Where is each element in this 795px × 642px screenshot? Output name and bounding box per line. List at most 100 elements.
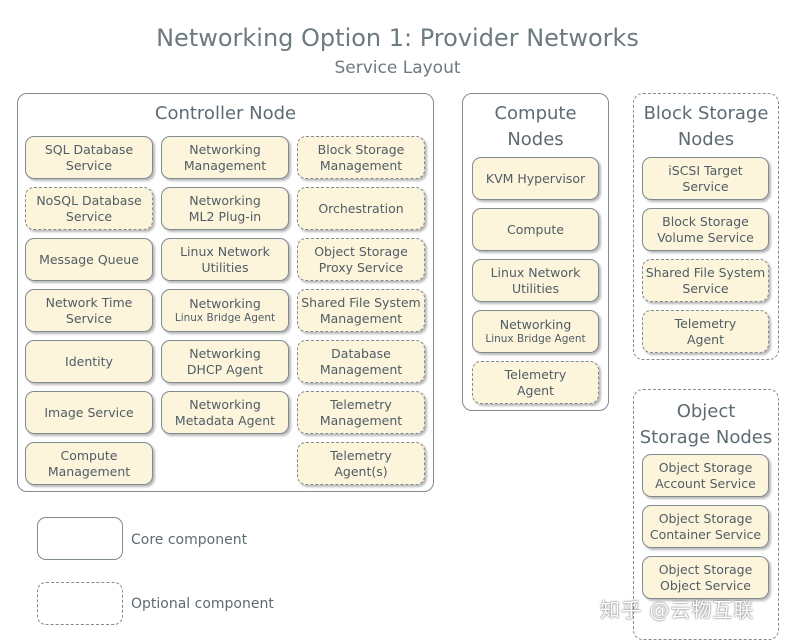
node-label-line: Service [65, 208, 113, 224]
node-label-line: Identity [65, 353, 113, 369]
legend-optional-label: Optional component [131, 596, 274, 612]
node-label-line: Management [319, 310, 403, 326]
node-label-line: Orchestration [318, 200, 404, 216]
compute-nodes-title-line: Compute [494, 103, 577, 124]
node-label-line: Agent [517, 382, 554, 398]
node-label-line: Management [183, 157, 267, 173]
node-label-line: Management [319, 157, 403, 173]
node-label-line: Agent [687, 331, 724, 347]
node-label-line: Image Service [44, 404, 134, 420]
compute-nodes-title: Compute Nodes [463, 101, 608, 153]
compute-node-core: KVM Hypervisor [472, 157, 599, 200]
object-storage-nodes-title-line: Storage Nodes [639, 427, 773, 448]
node-label-line: Linux Network [490, 264, 581, 280]
node-label-line: iSCSI Target [668, 162, 743, 178]
node-label-line: Service [682, 178, 729, 194]
node-label-line: Networking [189, 296, 261, 311]
node-label-line: Volume Service [657, 229, 754, 245]
controller-node-core: Image Service [25, 391, 153, 434]
node-label-line: Account Service [655, 475, 756, 491]
legend-core-label: Core component [131, 532, 248, 548]
diagram-subtitle: Service Layout [334, 58, 461, 78]
node-label-line: Management [47, 463, 131, 479]
node-label-line: Telemetry [504, 366, 567, 382]
node-label-line: Networking [189, 345, 261, 361]
legend-optional-swatch [37, 582, 123, 625]
node-label-line: Service [682, 280, 729, 296]
block-storage-nodes-title-line: Nodes [677, 129, 735, 150]
node-label-line: Management [319, 361, 403, 377]
object-storage-nodes-title: Object Storage Nodes [634, 399, 778, 451]
node-label-line: Block Storage [662, 213, 749, 229]
node-label-line: Telemetry [330, 396, 392, 412]
compute-nodes-group: Compute Nodes [462, 93, 609, 411]
controller-node-core: Message Queue [25, 238, 153, 281]
node-label-line: Database [331, 345, 391, 361]
node-label-line: Metadata Agent [174, 412, 276, 428]
node-label-line: Shared File System [301, 294, 421, 310]
node-label-line: Object Storage [658, 510, 753, 526]
node-label-line: Service [65, 310, 113, 326]
node-label-line: Object Service [660, 577, 751, 593]
node-label-line: Networking [499, 317, 572, 332]
node-label-line: Service [65, 157, 113, 173]
node-label-line: Object Storage [658, 561, 753, 577]
node-label-line: NoSQL Database [36, 192, 142, 208]
node-label-line: Linux Bridge Agent [485, 333, 586, 345]
node-label-line: Networking [189, 192, 261, 208]
controller-node-core: Identity [25, 340, 153, 383]
node-label-line: Container Service [649, 526, 762, 542]
compute-node-core: Compute [472, 208, 599, 251]
block-storage-nodes-title-line: Block Storage [643, 103, 769, 124]
node-label-line: Object Storage [658, 459, 753, 475]
controller-node-optional: Orchestration [297, 187, 425, 230]
node-label-line: Compute [506, 221, 564, 237]
node-label-line: Proxy Service [318, 259, 404, 275]
node-label-line: Utilities [511, 280, 560, 296]
node-label-line: Object Storage [314, 243, 408, 259]
node-label-line: Telemetry [330, 447, 392, 463]
legend-core-swatch [37, 517, 123, 560]
block-storage-nodes-title: Block Storage Nodes [634, 101, 778, 153]
node-label-line: Networking [189, 141, 261, 157]
node-label-line: DHCP Agent [186, 361, 264, 377]
node-label-line: Network Time [45, 294, 133, 310]
object-storage-nodes-title-line: Object [676, 401, 736, 422]
node-label-line: Linux Network [180, 243, 270, 259]
node-label-line: Shared File System [645, 264, 766, 280]
node-label-line: Utilities [201, 259, 249, 275]
diagram-title: Networking Option 1: Provider Networks [156, 24, 639, 52]
watermark: 知乎 @云物互联 [600, 598, 755, 622]
controller-node-title: Controller Node [154, 103, 297, 124]
node-label-line: Block Storage [317, 141, 405, 157]
node-label-line: Agent(s) [334, 463, 388, 479]
node-label-line: Compute [60, 447, 118, 463]
node-label-line: Networking [189, 396, 261, 412]
node-label-line: SQL Database [44, 141, 134, 157]
node-label-line: Telemetry [674, 315, 737, 331]
